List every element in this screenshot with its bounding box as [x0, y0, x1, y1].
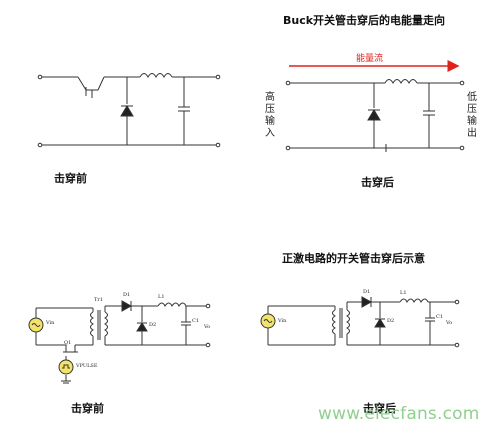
label-c1: C1	[192, 318, 200, 324]
label-c1-after: C1	[436, 314, 444, 320]
forward-diagram-title: 正激电路的开关管击穿后示意	[282, 252, 425, 265]
forward-before-sources	[28, 317, 74, 375]
label-vin-after: Vin	[278, 318, 287, 324]
label-vin: Vin	[46, 320, 55, 326]
caption-bottom-right: 击穿后	[363, 402, 396, 415]
forward-before-terminals	[205, 303, 211, 348]
label-l1-after: L1	[400, 290, 407, 296]
buck-circuit-after	[288, 79, 462, 152]
vpulse-source-icon	[58, 359, 74, 375]
forward-after-sources	[260, 313, 276, 329]
label-d2-after: D2	[387, 318, 395, 324]
low-voltage-output-label: 低压输出	[467, 92, 477, 139]
buck-after-terminals	[285, 80, 465, 151]
buck-diagram-title: Buck开关管击穿后的电能量走向	[283, 14, 446, 27]
watermark: www.elecfans.com	[318, 404, 480, 424]
high-voltage-input-label: 高压输入	[265, 92, 275, 139]
label-vo: Vo	[204, 324, 211, 330]
energy-flow-label: 能量流	[356, 54, 384, 64]
caption-bottom-left: 击穿前	[71, 402, 104, 415]
forward-after-terminals	[454, 299, 460, 348]
label-vpulse: VPULSE	[76, 363, 98, 369]
caption-top-right: 击穿后	[361, 176, 394, 189]
buck-before-terminals	[37, 74, 221, 148]
label-d2: D2	[149, 322, 157, 328]
label-d1: D1	[123, 292, 131, 298]
forward-circuit-after	[267, 296, 457, 346]
caption-top-left: 击穿前	[54, 172, 87, 185]
label-q1: Q1	[64, 340, 72, 346]
label-vo-after: Vo	[446, 320, 453, 326]
label-l1: L1	[158, 294, 165, 300]
label-tr1: Tr1	[94, 297, 103, 303]
label-d1-after: D1	[363, 289, 371, 295]
buck-circuit-before	[40, 73, 218, 146]
forward-circuit-before	[35, 300, 208, 384]
